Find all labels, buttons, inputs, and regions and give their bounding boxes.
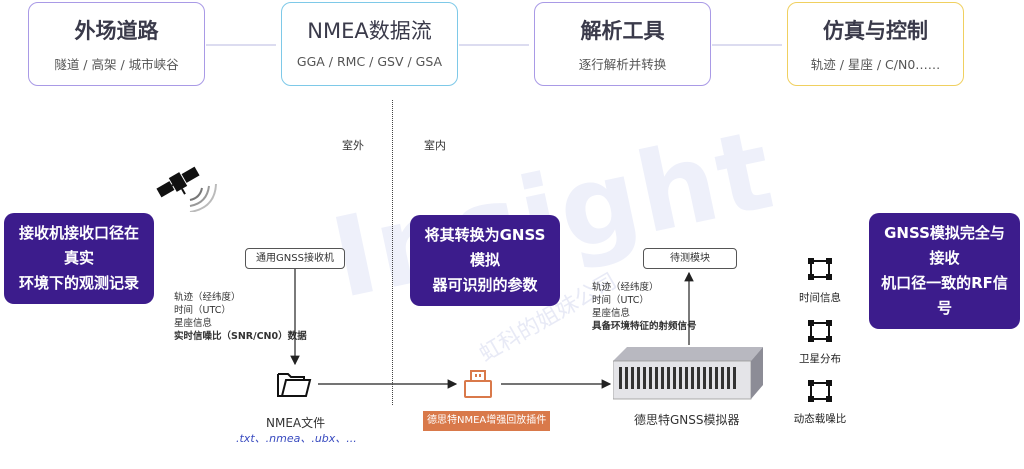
stage-subtitle: GGA / RMC / GSV / GSA — [296, 54, 443, 69]
box-line: 环境下的观测记录 — [18, 274, 139, 292]
receiver-data-list: 轨迹（经纬度） 时间（UTC） 星座信息 实时信噪比（SNR/CN0）数据 — [174, 291, 307, 343]
simulator-label: 德思特GNSS模拟器 — [634, 413, 740, 427]
stage-sim-control: 仿真与控制 轨迹 / 星座 / C/N0…… — [787, 2, 964, 86]
nmea-file-ext: .txt、.nmea、.ubx、... — [236, 432, 357, 445]
stage-parse-tool: 解析工具 逐行解析并转换 — [534, 2, 711, 86]
stage-subtitle: 轨迹 / 星座 / C/N0…… — [810, 57, 941, 72]
output-dynamic-cn0: 动态载噪比 — [793, 413, 847, 425]
node-icon — [808, 320, 832, 342]
stage-connector — [712, 44, 782, 46]
stage-title: 仿真与控制 — [823, 19, 928, 43]
node-icon — [808, 380, 832, 402]
gnss-simulator-device — [613, 347, 763, 400]
dut-module: 待测模块 — [643, 248, 737, 269]
info-line: 时间（UTC） — [592, 295, 649, 306]
simulator-data-list: 轨迹（经纬度） 时间（UTC） 星座信息 具备环境特征的射频信号 — [592, 281, 697, 333]
real-observation-box: 接收机接收口径在真实 环境下的观测记录 — [4, 213, 154, 304]
folder-icon — [277, 373, 312, 397]
info-line: 实时信噪比（SNR/CN0）数据 — [174, 331, 307, 342]
stage-title: NMEA数据流 — [307, 19, 432, 43]
info-line: 轨迹（经纬度） — [174, 292, 241, 303]
info-line: 具备环境特征的射频信号 — [592, 321, 697, 332]
info-line: 时间（UTC） — [174, 305, 231, 316]
nmea-plugin-label: 德思特NMEA增强回放插件 — [423, 411, 551, 431]
stage-subtitle: 隧道 / 高架 / 城市峡谷 — [54, 57, 179, 72]
box-line: 将其转换为GNSS模拟 — [424, 226, 546, 269]
convert-params-box: 将其转换为GNSS模拟 器可识别的参数 — [410, 215, 560, 306]
box-line: 器可识别的参数 — [432, 276, 538, 294]
zone-indoor: 室内 — [424, 139, 446, 152]
box-line: 接收机接收口径在真实 — [18, 224, 139, 267]
stage-subtitle: 逐行解析并转换 — [578, 57, 667, 72]
usb-plugin-icon — [464, 370, 492, 398]
stage-title: 外场道路 — [74, 19, 159, 43]
stage-field-road: 外场道路 隧道 / 高架 / 城市峡谷 — [28, 2, 205, 86]
stage-title: 解析工具 — [580, 19, 665, 43]
stage-connector — [206, 44, 276, 46]
zone-outdoor: 室外 — [342, 139, 364, 152]
output-time-info: 时间信息 — [799, 292, 841, 304]
output-satellite-distribution: 卫星分布 — [799, 353, 841, 365]
info-line: 轨迹（经纬度） — [592, 282, 659, 293]
satellite-icon — [156, 166, 217, 212]
info-line: 星座信息 — [592, 308, 631, 319]
stage-nmea-stream: NMEA数据流 GGA / RMC / GSV / GSA — [281, 2, 458, 86]
box-line: 机口径一致的RF信号 — [881, 274, 1008, 317]
nmea-file-label: NMEA文件 — [266, 416, 326, 430]
gnss-receiver: 通用GNSS接收机 — [245, 248, 345, 269]
node-icon — [808, 258, 832, 280]
rf-signal-box: GNSS模拟完全与接收 机口径一致的RF信号 — [869, 213, 1020, 329]
box-line: GNSS模拟完全与接收 — [884, 224, 1005, 267]
stage-connector — [459, 44, 529, 46]
info-line: 星座信息 — [174, 318, 213, 329]
indoor-outdoor-divider — [392, 100, 393, 405]
